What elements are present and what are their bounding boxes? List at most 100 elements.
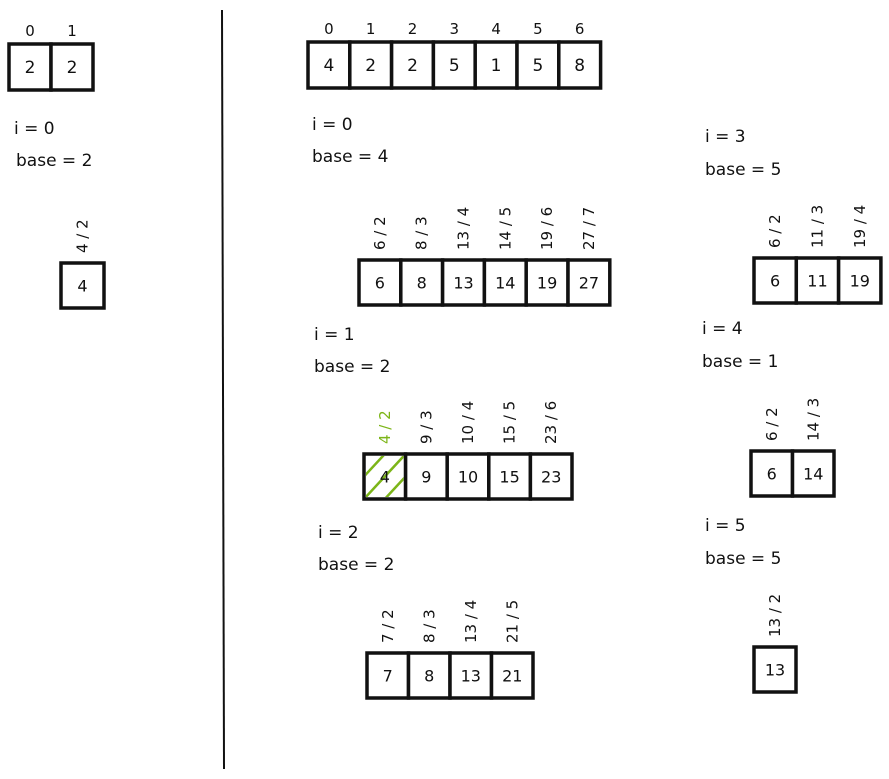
index-label: 0 <box>25 22 35 40</box>
cell-value: 10 <box>458 468 478 487</box>
i-label: i = 1 <box>314 325 355 345</box>
cell-value: 5 <box>449 56 460 76</box>
cell-value: 27 <box>579 274 599 293</box>
formula-label: 4 / 2 <box>74 219 92 253</box>
cell-value: 19 <box>537 274 557 293</box>
formula-label: 8 / 3 <box>413 216 431 250</box>
formula-label: 7 / 2 <box>379 609 397 643</box>
formula-label: 14 / 3 <box>804 398 822 441</box>
index-label: 0 <box>324 20 334 38</box>
step-3-array: 6 6 / 2 11 11 / 3 19 19 / 4 <box>752 205 883 305</box>
array-cell <box>515 40 561 90</box>
step-4-array: 6 6 / 2 14 14 / 3 <box>749 398 836 498</box>
cell-value: 5 <box>532 56 543 76</box>
base-label: base = 2 <box>16 151 92 171</box>
i-label: i = 3 <box>705 127 746 147</box>
i-label: i = 4 <box>702 319 743 339</box>
cell-value: 6 <box>767 465 777 484</box>
cell-value: 13 <box>453 274 473 293</box>
index-label: 6 <box>575 20 585 38</box>
base-label: base = 1 <box>702 352 778 372</box>
cell-value: 19 <box>850 272 870 291</box>
highlight-hatch <box>366 456 404 497</box>
cell-value: 2 <box>407 56 418 76</box>
array-cell <box>752 645 798 694</box>
array-cell <box>403 452 449 501</box>
array-cell <box>790 449 836 498</box>
cell-value: 9 <box>421 468 431 487</box>
section-divider <box>221 9 225 770</box>
formula-label: 4 / 2 <box>376 410 394 444</box>
cell-value: 8 <box>574 56 585 76</box>
small-result-array: 4 4 / 2 <box>59 219 106 310</box>
cell-value: 6 <box>770 272 780 291</box>
cell-value: 6 <box>375 274 385 293</box>
formula-label: 11 / 3 <box>808 205 826 248</box>
array-cell <box>528 452 574 501</box>
formula-label: 13 / 4 <box>455 207 473 250</box>
formula-label: 6 / 2 <box>766 214 784 248</box>
cell-value: 4 <box>323 56 334 76</box>
base-label: base = 5 <box>705 160 781 180</box>
array-cell <box>489 651 535 700</box>
array-cell <box>348 40 394 90</box>
cell-value: 13 <box>461 667 481 686</box>
formula-label: 19 / 6 <box>538 207 556 250</box>
array-cell <box>59 261 106 310</box>
step-2-array: 7 7 / 2 8 8 / 3 13 13 / 4 21 21 / 5 <box>365 600 535 700</box>
i-label: i = 2 <box>318 523 359 543</box>
cell-value: 7 <box>383 667 393 686</box>
array-cell <box>566 258 612 307</box>
array-cell <box>448 651 494 700</box>
array-cell <box>794 256 841 305</box>
cell-value: 13 <box>765 661 785 680</box>
formula-label: 27 / 7 <box>580 207 598 250</box>
formula-label: 23 / 6 <box>542 401 560 444</box>
cell-value: 1 <box>491 56 502 76</box>
array-cell <box>557 40 603 90</box>
cell-value: 2 <box>67 58 78 78</box>
cell-value: 14 <box>803 465 823 484</box>
formula-label: 6 / 2 <box>763 407 781 441</box>
cell-value: 8 <box>417 274 427 293</box>
index-label: 4 <box>491 20 501 38</box>
index-label: 1 <box>366 20 376 38</box>
base-label: base = 2 <box>318 555 394 575</box>
i-label: i = 5 <box>705 516 746 536</box>
cell-value: 14 <box>495 274 515 293</box>
base-label: base = 4 <box>312 147 388 167</box>
base-label: base = 2 <box>314 357 390 377</box>
cell-value: 8 <box>424 667 434 686</box>
formula-label: 13 / 4 <box>462 600 480 643</box>
cell-value: 2 <box>25 58 36 78</box>
index-label: 3 <box>450 20 460 38</box>
array-cell <box>7 42 53 92</box>
formula-label: 15 / 5 <box>501 401 519 444</box>
array-cell <box>473 40 519 90</box>
cell-value: 4 <box>380 468 390 487</box>
formula-label: 8 / 3 <box>420 609 438 643</box>
index-label: 5 <box>533 20 543 38</box>
formula-label: 6 / 2 <box>371 216 389 250</box>
cell-value: 15 <box>499 468 519 487</box>
array-cell <box>836 256 883 305</box>
cell-value: 4 <box>77 277 87 296</box>
formula-label: 21 / 5 <box>503 600 521 643</box>
i-label: i = 0 <box>312 115 353 135</box>
cell-value: 23 <box>541 468 561 487</box>
i-label: i = 0 <box>14 119 55 139</box>
cell-value: 11 <box>807 272 827 291</box>
array-cell <box>49 42 95 92</box>
formula-label: 13 / 2 <box>766 594 784 637</box>
formula-label: 19 / 4 <box>851 205 869 248</box>
formula-label: 14 / 5 <box>496 207 514 250</box>
index-label: 1 <box>67 22 77 40</box>
cell-value: 2 <box>365 56 376 76</box>
formula-label: 10 / 4 <box>459 401 477 444</box>
cell-value: 21 <box>502 667 522 686</box>
base-label: base = 5 <box>705 549 781 569</box>
